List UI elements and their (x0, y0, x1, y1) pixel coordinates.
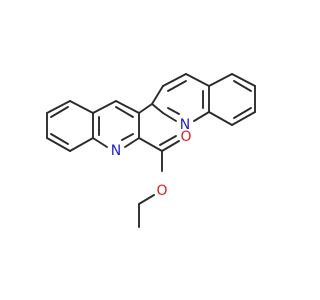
bond (46, 100, 71, 114)
bond (193, 111, 210, 122)
bond (46, 137, 71, 152)
bond (138, 194, 155, 205)
bond (124, 137, 140, 148)
bond (162, 112, 177, 122)
atom-label-o-carbonyl: O (180, 129, 191, 145)
bond (159, 135, 177, 146)
bond (121, 133, 134, 141)
bond (231, 73, 256, 87)
bond (161, 140, 180, 152)
right-quinoline (151, 73, 256, 126)
bond (50, 133, 69, 145)
bond (167, 107, 180, 115)
bond (115, 100, 140, 114)
left-quinoline (46, 100, 140, 152)
molecule-diagram: N N O O (46, 73, 256, 228)
bond (50, 106, 69, 118)
bond (208, 73, 233, 87)
atom-label-o-ester: O (156, 183, 167, 199)
bond (233, 107, 252, 119)
bond (233, 80, 252, 92)
bond (231, 111, 256, 126)
bond (162, 73, 187, 87)
ethyl-ester (138, 135, 180, 228)
bond (69, 100, 94, 114)
bond (151, 85, 164, 105)
bond (69, 137, 94, 152)
bond (92, 137, 108, 148)
bond (185, 73, 210, 87)
atom-label-n-right: N (180, 117, 190, 133)
atom-label-n-left: N (111, 143, 121, 159)
bond (92, 100, 117, 114)
bond (167, 80, 187, 92)
bond (151, 103, 164, 114)
biaryl-bond (138, 103, 153, 114)
bond (115, 106, 134, 118)
bond (138, 137, 163, 152)
bond (208, 111, 233, 126)
